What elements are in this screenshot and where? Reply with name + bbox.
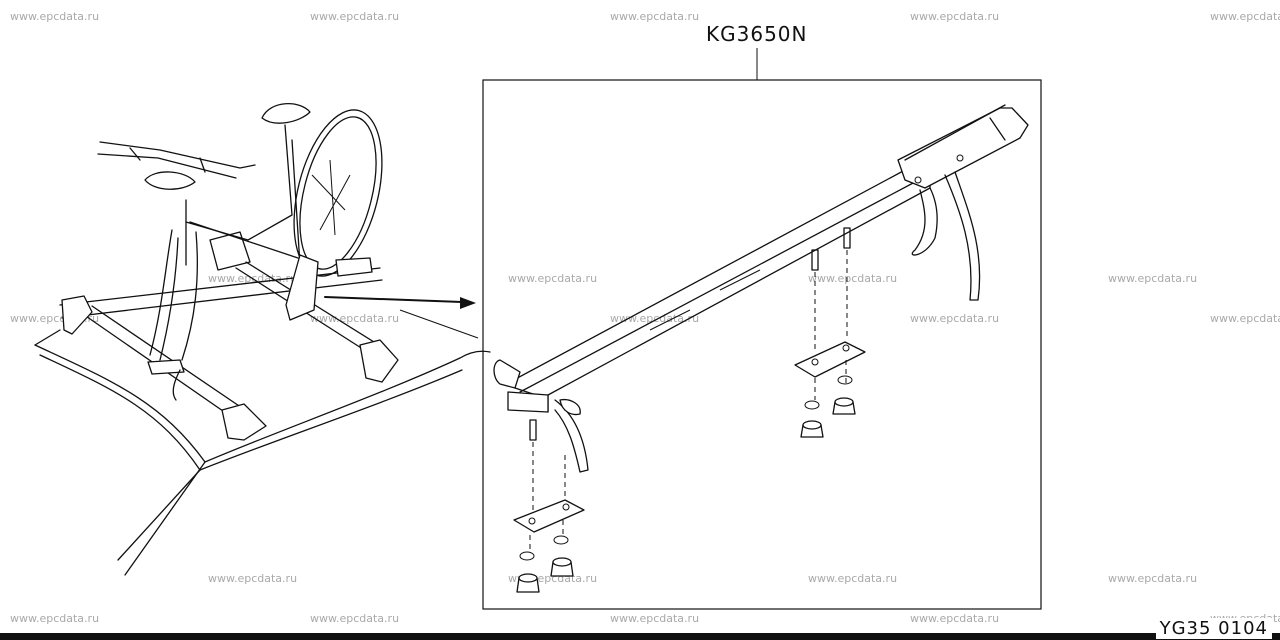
watermark: www.epcdata.ru — [610, 612, 700, 625]
watermark: www.epcdata.ru — [508, 272, 598, 285]
bicycle-illustration — [97, 102, 383, 401]
roof-rack-crossbars — [59, 261, 399, 441]
watermark: www.epcdata.ru — [910, 312, 1000, 325]
watermark: www.epcdata.ru — [808, 272, 898, 285]
watermark: www.epcdata.ru — [910, 612, 1000, 625]
watermark: www.epcdata.ru — [610, 312, 700, 325]
part-number-label: KG3650N — [706, 22, 808, 46]
watermark: www.epcdata.ru — [1210, 10, 1280, 23]
fork-mount-rail — [493, 104, 1029, 473]
watermark: www.epcdata.ru — [10, 612, 100, 625]
watermark: www.epcdata.ru — [1108, 272, 1198, 285]
mounting-hardware — [513, 227, 866, 593]
bottom-border — [0, 633, 1280, 640]
detail-arrow — [324, 296, 476, 309]
watermark: www.epcdata.ru — [910, 10, 1000, 23]
watermark: www.epcdata.ru — [1108, 572, 1198, 585]
diagram-reference-code: YG35 0104 — [1155, 618, 1272, 639]
watermark: www.epcdata.ru — [10, 10, 100, 23]
watermark: www.epcdata.ru — [1210, 312, 1280, 325]
watermark: www.epcdata.ru — [208, 572, 298, 585]
watermark: www.epcdata.ru — [310, 10, 400, 23]
car-roof-illustration — [34, 309, 491, 576]
watermark: www.epcdata.ru — [310, 612, 400, 625]
watermark: www.epcdata.ru — [610, 10, 700, 23]
watermark: www.epcdata.ru — [808, 572, 898, 585]
detail-frame — [482, 79, 1042, 610]
